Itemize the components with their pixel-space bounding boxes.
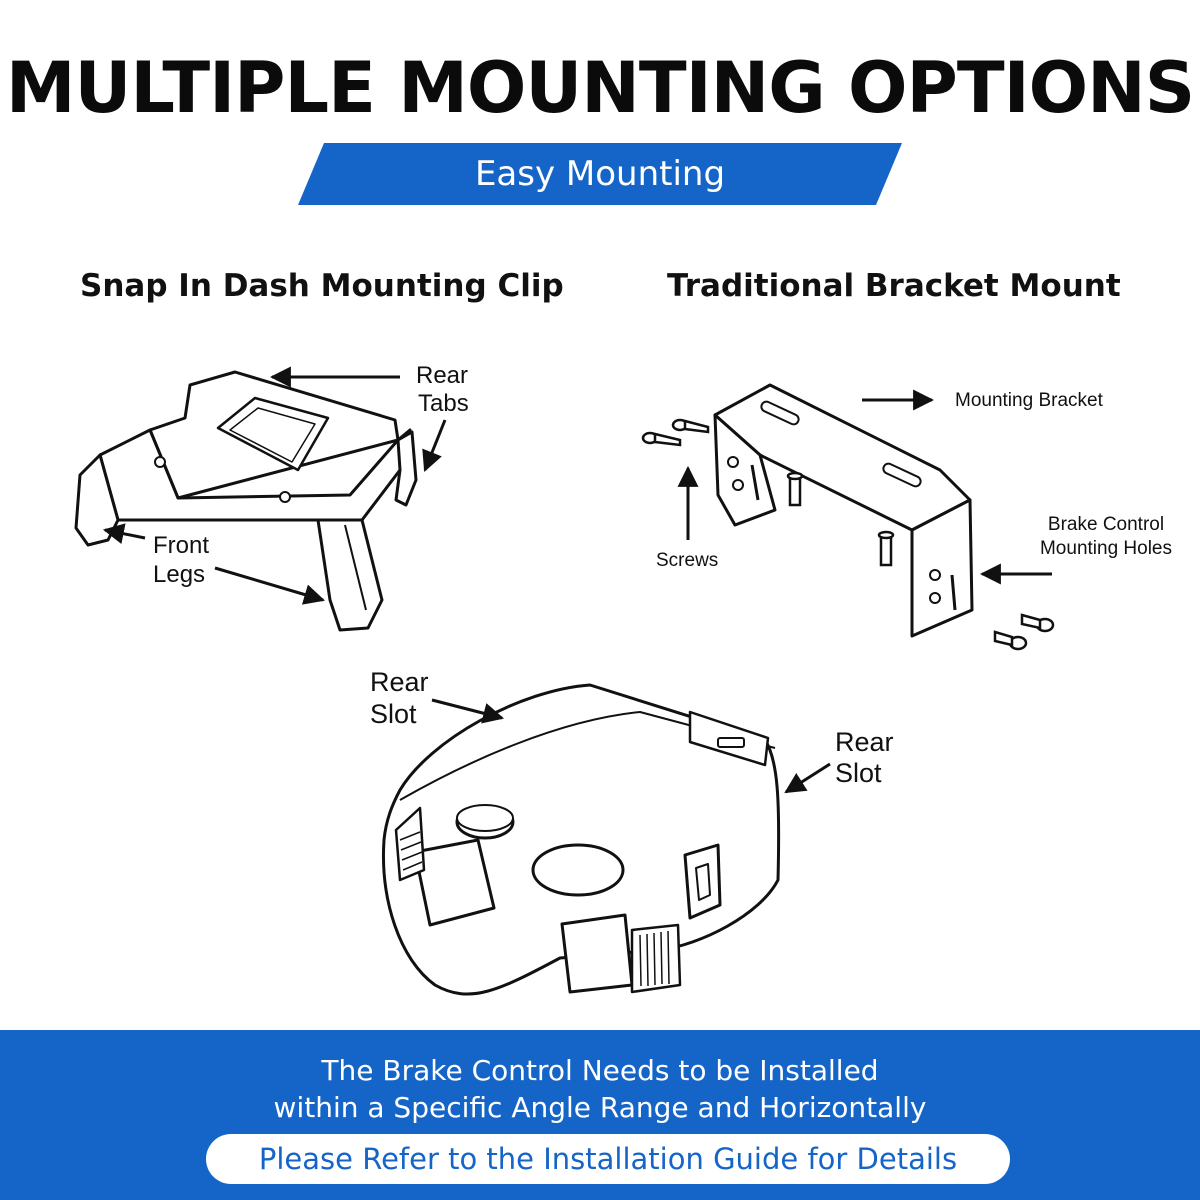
mounting-diagram: Rear Tabs Front Legs Mounting — [74, 362, 1172, 996]
screws-label: Screws — [656, 550, 718, 571]
mounting-clip-illustration — [74, 370, 418, 632]
rear-tabs-label-line2: Tabs — [418, 390, 469, 417]
front-legs-label-line1: Front — [153, 532, 209, 559]
front-legs-label-line2: Legs — [153, 561, 205, 588]
guide-reference-pill: Please Refer to the Installation Guide f… — [206, 1134, 1010, 1184]
bracket-arrows — [677, 389, 1052, 585]
rear-slot-right-label-line1: Rear — [835, 727, 894, 757]
notice-line-2: within a Specific Angle Range and Horizo… — [273, 1091, 927, 1124]
brake-controller-illustration — [381, 683, 781, 996]
subtitle-banner: Easy Mounting — [298, 143, 902, 205]
page-title: MULTIPLE MOUNTING OPTIONS — [5, 47, 1195, 129]
rear-tabs-label-line1: Rear — [416, 362, 468, 389]
footer-band: The Brake Control Needs to be Installed … — [0, 1030, 1200, 1200]
controller-texture — [399, 831, 670, 987]
mounting-bracket-illustration — [713, 383, 974, 638]
guide-reference-text: Please Refer to the Installation Guide f… — [258, 1142, 958, 1176]
mounting-holes-label-line2: Mounting Holes — [1040, 538, 1172, 559]
installation-notice: The Brake Control Needs to be Installed … — [0, 1052, 1200, 1126]
rear-slot-left-label-line2: Slot — [370, 699, 417, 729]
bracket-screws — [641, 418, 1055, 651]
controller-arrows — [431, 698, 831, 794]
rear-slot-right-label-line2: Slot — [835, 758, 882, 788]
clip-section-heading: Snap In Dash Mounting Clip — [80, 268, 564, 304]
rear-slot-left-label-line1: Rear — [370, 667, 429, 697]
clip-arrows — [102, 366, 447, 605]
mounting-bracket-label: Mounting Bracket — [955, 390, 1104, 411]
subtitle-text: Easy Mounting — [474, 154, 726, 194]
mounting-holes-label-line1: Brake Control — [1048, 514, 1164, 535]
notice-line-1: The Brake Control Needs to be Installed — [321, 1054, 879, 1087]
bracket-section-heading: Traditional Bracket Mount — [667, 268, 1121, 304]
